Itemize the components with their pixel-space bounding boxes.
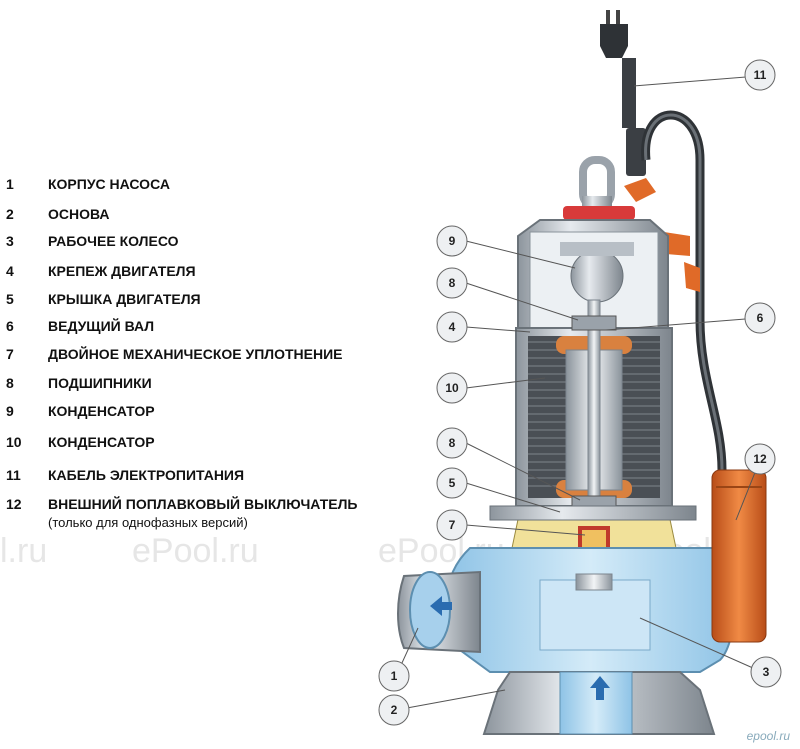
callouts: 11 9 8 4 6 10 8 12 5 7 1 2 3	[378, 59, 782, 726]
callout-11: 11	[754, 68, 767, 82]
legend-num: 3	[6, 233, 14, 249]
legend-num: 6	[6, 318, 14, 334]
legend-num: 9	[6, 403, 14, 419]
capacitor	[560, 242, 634, 303]
callout-1: 1	[391, 669, 398, 683]
legend-num: 12	[6, 496, 22, 512]
legend: 1 КОРПУС НАСОСА 2 ОСНОВА 3 РАБОЧЕЕ КОЛЕС…	[0, 0, 420, 560]
legend-num: 2	[6, 206, 14, 222]
callout-12: 12	[753, 452, 767, 466]
legend-num: 8	[6, 375, 14, 391]
legend-label: ВНЕШНИЙ ПОПЛАВКОВЫЙ ВЫКЛЮЧАТЕЛЬ	[48, 496, 358, 512]
legend-num: 4	[6, 263, 14, 279]
callout-9: 9	[449, 234, 456, 248]
pump-base	[482, 671, 716, 735]
callout-2: 2	[391, 703, 398, 717]
legend-num: 11	[6, 467, 21, 483]
callout-7: 7	[449, 518, 456, 532]
legend-label: КРЕПЕЖ ДВИГАТЕЛЯ	[48, 263, 196, 279]
power-cable	[600, 10, 727, 471]
legend-label: ДВОЙНОЕ МЕХАНИЧЕСКОЕ УПЛОТНЕНИЕ	[48, 346, 343, 362]
callout-5: 5	[449, 476, 456, 490]
legend-label: КАБЕЛЬ ЭЛЕКТРОПИТАНИЯ	[48, 467, 245, 483]
site-logo: epool.ru	[746, 729, 790, 743]
callout-8: 8	[449, 436, 456, 450]
callout-6: 6	[757, 311, 764, 325]
callout-3: 3	[763, 665, 770, 679]
legend-label: КОНДЕНСАТОР	[48, 403, 155, 419]
legend-num: 10	[6, 434, 22, 450]
lifting-handle	[563, 156, 635, 220]
float-switch	[711, 469, 767, 643]
legend-num: 5	[6, 291, 14, 307]
rotor	[565, 299, 623, 591]
legend-num: 1	[6, 176, 14, 192]
callout-8: 8	[449, 276, 456, 290]
legend-label: ОСНОВА	[48, 206, 110, 222]
legend-label: ПОДШИПНИКИ	[48, 375, 152, 391]
callout-4: 4	[449, 320, 456, 334]
legend-num: 7	[6, 346, 14, 362]
legend-label: РАБОЧЕЕ КОЛЕСО	[48, 233, 179, 249]
pump-body	[397, 547, 736, 673]
legend-label: КОНДЕНСАТОР	[48, 434, 155, 450]
callout-10: 10	[445, 381, 459, 395]
watermark: ePool.ru	[132, 532, 259, 570]
legend-note: (только для однофазных версий)	[48, 515, 248, 530]
watermark: l.ru	[0, 532, 48, 570]
legend-label: ВЕДУЩИЙ ВАЛ	[48, 318, 155, 334]
legend-label: КРЫШКА ДВИГАТЕЛЯ	[48, 291, 201, 307]
legend-label: КОРПУС НАСОСА	[48, 176, 170, 192]
